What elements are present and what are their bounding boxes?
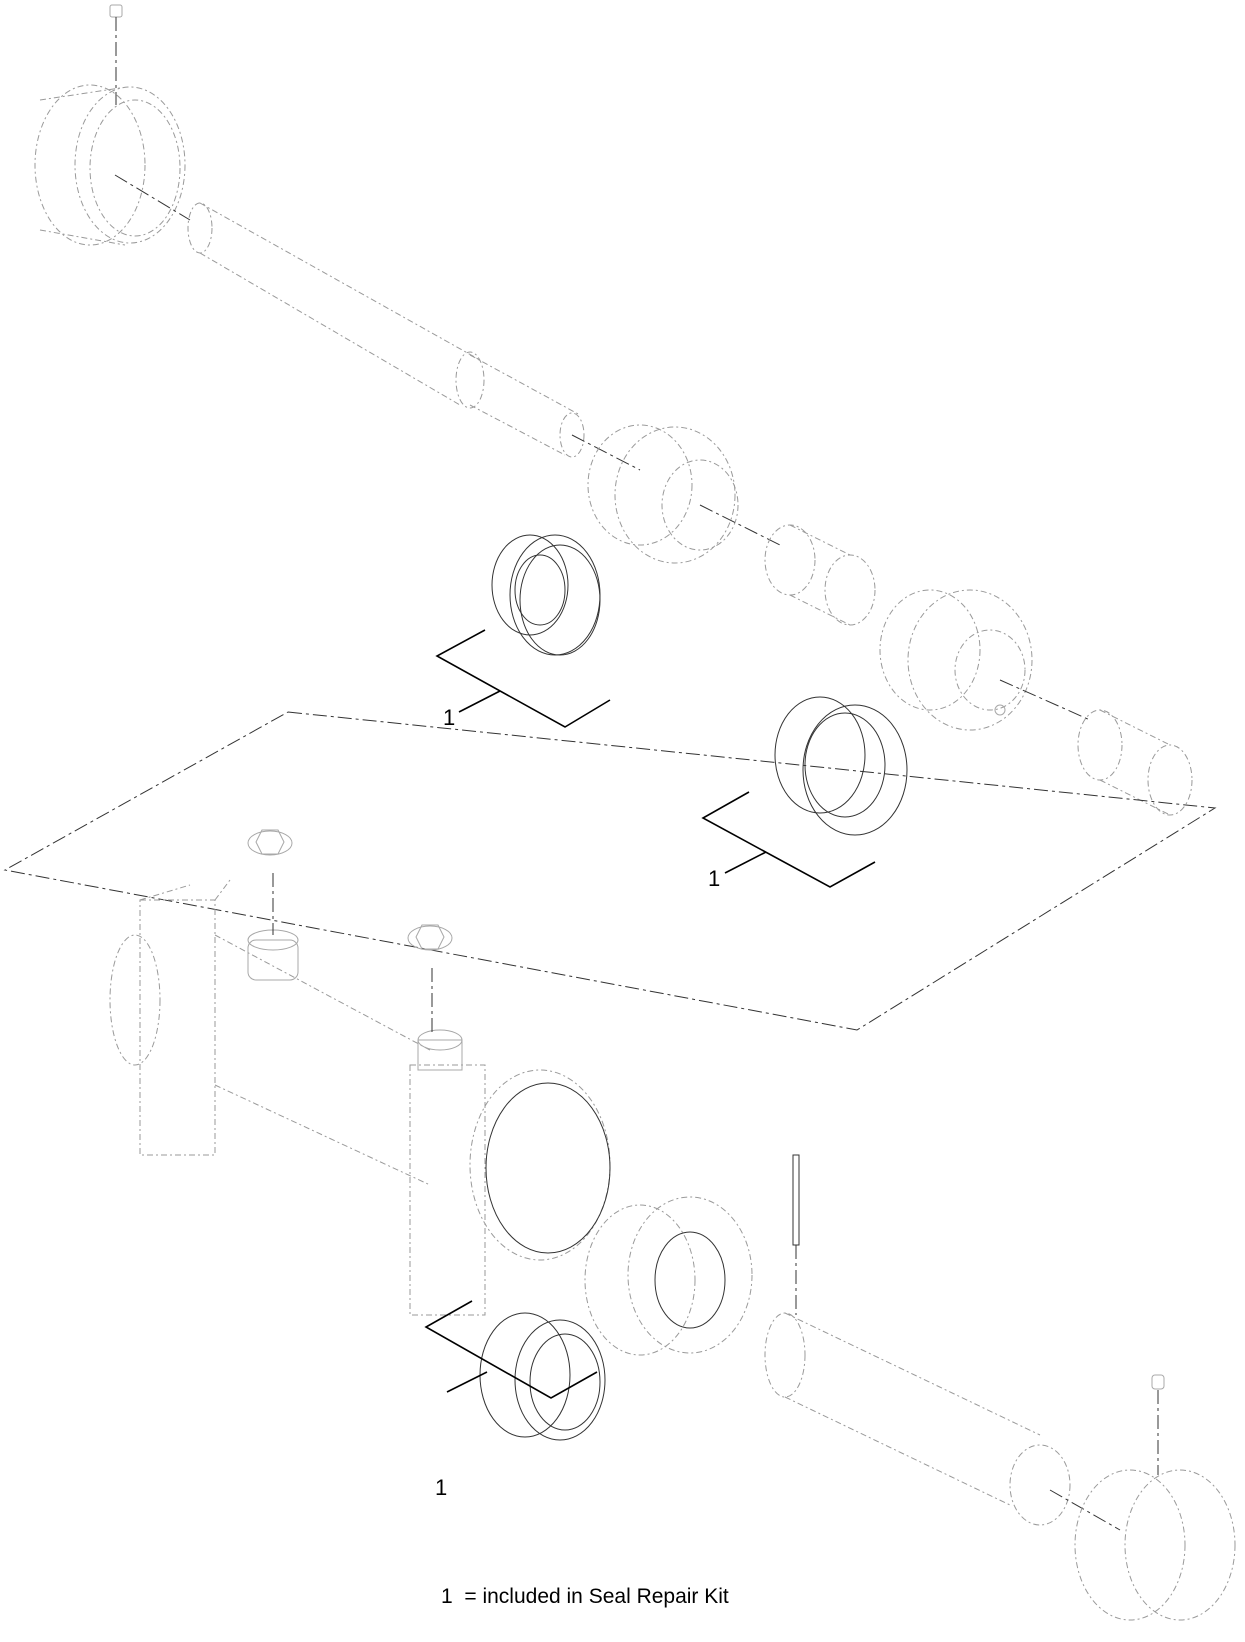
callout-bracket-right [701,791,876,888]
bushing-upper [764,524,876,626]
piston-upper [587,424,781,564]
legend-number: 1 [441,1585,453,1608]
legend: 1 = included in Seal Repair Kit [441,1585,729,1609]
port-bolts [247,829,453,1035]
piston-seal-right [774,696,908,836]
gland [584,1196,753,1356]
rod-end-eye-lower [1074,1374,1236,1621]
piston-rod-lower [764,1154,1121,1531]
callout-number-gland: 1 [435,1475,448,1500]
gland-seal [479,1312,606,1441]
piston-seal-upper [491,534,601,656]
piston-rod [187,202,641,471]
callout-bracket-upper [435,629,611,728]
legend-text: = included in Seal Repair Kit [464,1585,729,1608]
callout-number-right: 1 [708,866,721,891]
cylinder-barrel [109,879,611,1316]
rod-end-eye-upper [34,4,191,246]
callout-bracket-gland [424,1300,598,1399]
callout-number-upper: 1 [443,705,456,730]
phantom-assembly-outline [3,711,1217,1031]
piston-right [879,589,1091,731]
bushing-right [1077,709,1193,816]
